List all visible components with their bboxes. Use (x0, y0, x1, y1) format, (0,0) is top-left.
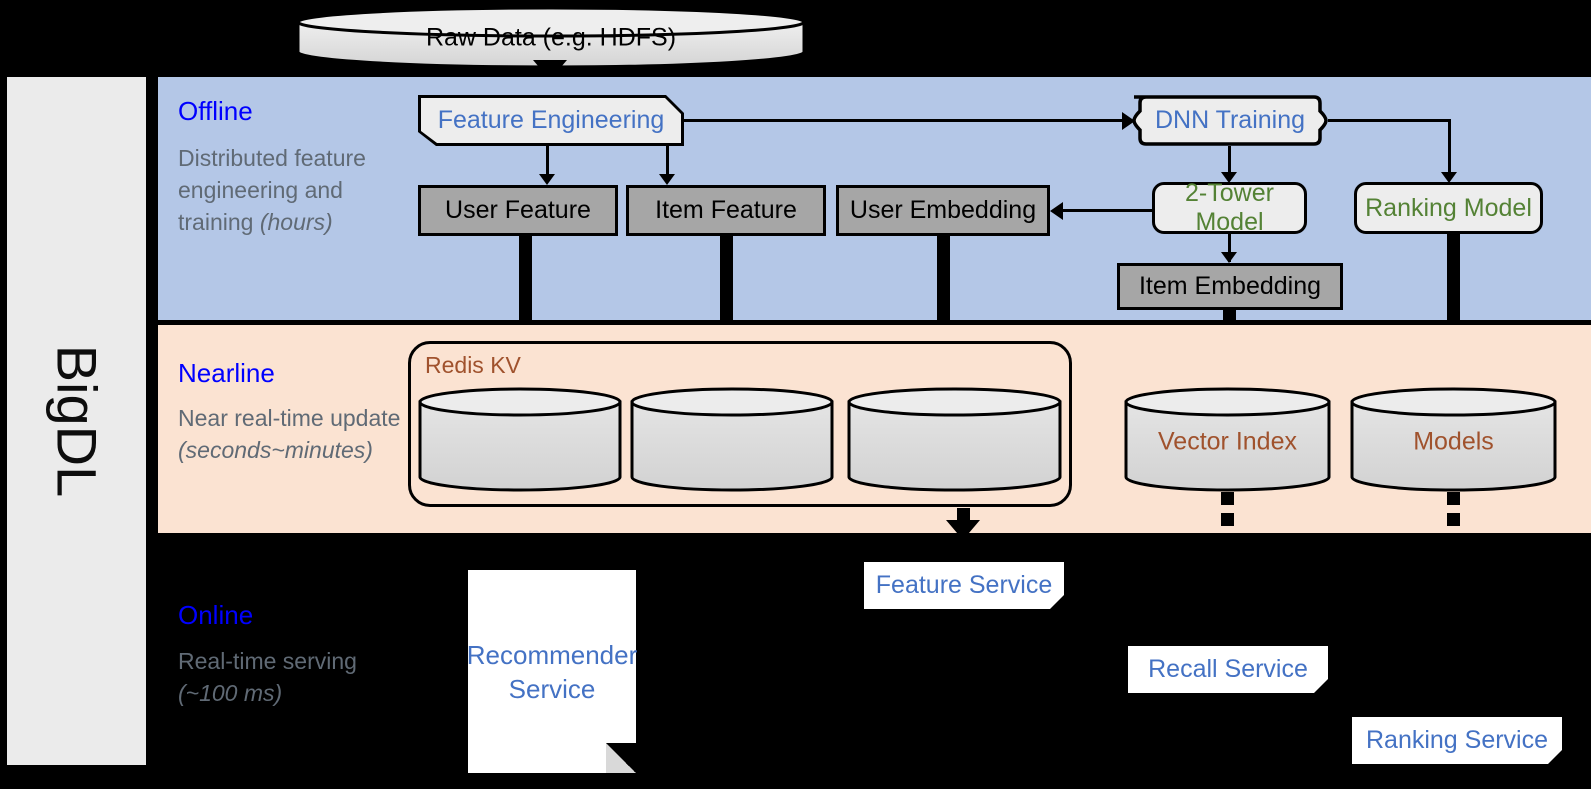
band-nearline-desc: Near real-time update (seconds~minutes) (178, 405, 401, 463)
band-nearline-title: Nearline (178, 358, 275, 388)
feature-service-node[interactable]: Feature Service (864, 562, 1064, 609)
redis-kv-label: Redis KV (425, 352, 521, 378)
models-label: Models (1413, 427, 1494, 456)
item-feature-label: Item Feature (655, 196, 797, 224)
service-fold-icon (1314, 679, 1328, 693)
feature-engineering-label: Feature Engineering (421, 98, 681, 143)
connector-dnn-ranking-v (1448, 119, 1451, 180)
arrowhead-fe-itemfeature (659, 174, 675, 185)
feature-service-label: Feature Service (875, 571, 1053, 599)
vector-index-cylinder[interactable]: Vector Index (1124, 387, 1331, 492)
feature-engineering-node[interactable]: Feature Engineering (418, 95, 684, 146)
document-fold-icon (606, 743, 636, 773)
connector-dnn-ranking-h (1328, 119, 1451, 122)
redis-cylinder-user-feature[interactable] (418, 387, 622, 492)
arrowhead-dnn-ranking (1441, 172, 1457, 183)
dash-recall-service-1 (1221, 492, 1234, 505)
arrowhead-rawdata-fe (533, 60, 567, 80)
models-cylinder[interactable]: Models (1350, 387, 1557, 492)
connector-fe-dnn (684, 119, 1124, 122)
redis-cylinder-user-embedding[interactable] (847, 387, 1062, 492)
service-fold-icon (1548, 750, 1562, 764)
dash-recall-service-2 (1221, 513, 1234, 526)
connector-fe-itemfeature (666, 146, 669, 180)
redis-kv-container (408, 341, 1072, 507)
bigdl-label: BigDL (45, 344, 108, 498)
recommender-service-label: Recommender Service (466, 639, 638, 704)
user-embedding-label: User Embedding (849, 196, 1037, 224)
item-feature-node[interactable]: Item Feature (626, 185, 826, 236)
arrowhead-fe-userfeature (539, 174, 555, 185)
arrowhead-feature-service (946, 520, 980, 540)
arrowhead-twotower-itemembedding (1221, 252, 1237, 263)
band-offline-desc: Distributed feature engineering and trai… (178, 145, 366, 235)
item-embedding-label: Item Embedding (1138, 272, 1322, 300)
band-online-title: Online (178, 600, 254, 630)
redis-cylinder-item-feature[interactable] (630, 387, 834, 492)
ranking-service-label: Ranking Service (1365, 726, 1549, 754)
connector-twotower-userembedding (1063, 209, 1152, 212)
ranking-model-label: Ranking Model (1365, 193, 1532, 222)
vector-index-label: Vector Index (1158, 427, 1297, 456)
recommender-service-node[interactable]: Recommender Service (466, 570, 638, 773)
dnn-training-node[interactable]: DNN Training (1132, 95, 1328, 146)
dnn-training-label: DNN Training (1154, 106, 1306, 134)
ranking-model-node[interactable]: Ranking Model (1354, 182, 1543, 234)
user-embedding-node[interactable]: User Embedding (836, 185, 1050, 236)
recall-service-node[interactable]: Recall Service (1128, 646, 1328, 693)
bigdl-framework-panel: BigDL (7, 77, 146, 765)
arrowhead-fe-dnn (1122, 112, 1135, 130)
recall-service-label: Recall Service (1148, 655, 1308, 683)
two-tower-model-node[interactable]: 2-Tower Model (1152, 179, 1307, 236)
arrowhead-dnn-twotower (1221, 172, 1237, 183)
band-online-desc: Real-time serving (~100 ms) (178, 648, 357, 706)
connector-twotower-itemembedding (1228, 234, 1231, 262)
raw-data-label: Raw Data (e.g. HDFS) (425, 23, 677, 52)
two-tower-model-label: 2-Tower Model (1185, 179, 1274, 236)
user-feature-node[interactable]: User Feature (418, 185, 618, 236)
connector-dnn-twotower (1228, 146, 1231, 180)
item-embedding-node[interactable]: Item Embedding (1117, 263, 1343, 310)
ranking-service-node[interactable]: Ranking Service (1352, 717, 1562, 764)
connector-fe-userfeature (546, 146, 549, 180)
arrowhead-twotower-userembedding (1050, 202, 1063, 220)
raw-data-cylinder: Raw Data (e.g. HDFS) (296, 6, 806, 68)
dash-ranking-service-1 (1447, 492, 1460, 505)
dash-ranking-service-2 (1447, 513, 1460, 526)
band-offline-title: Offline (178, 96, 253, 126)
dash-feature-service-1 (957, 508, 970, 521)
user-feature-label: User Feature (445, 196, 591, 224)
